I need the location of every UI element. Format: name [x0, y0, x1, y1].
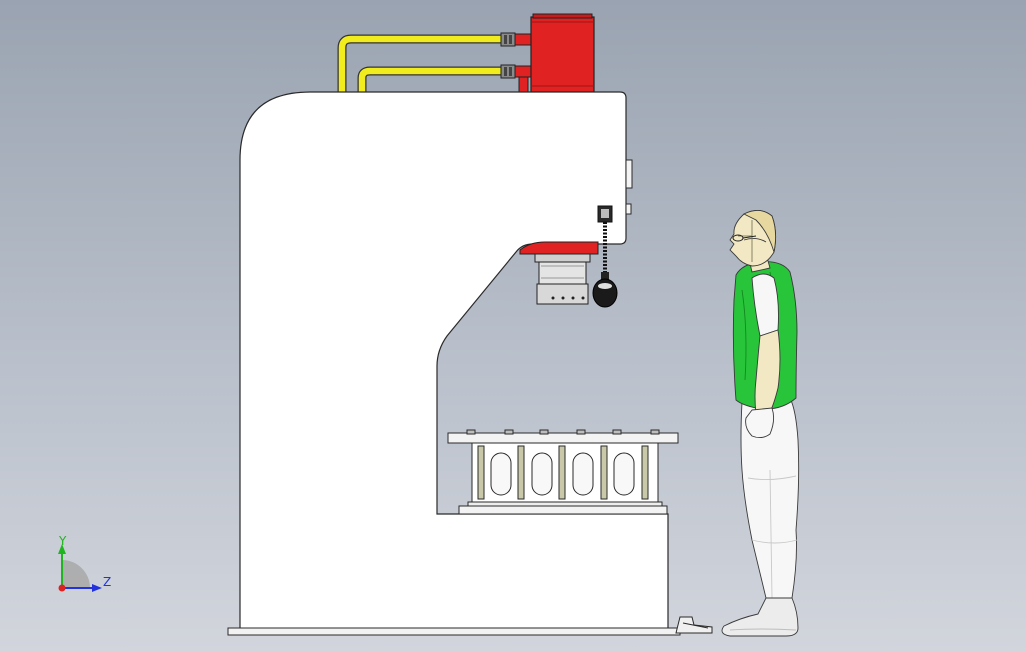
press-c-frame[interactable]: [227, 91, 681, 636]
foot-pedal[interactable]: [675, 616, 713, 634]
hydraulic-pipes[interactable]: [337, 32, 533, 93]
operator-figure[interactable]: [721, 210, 800, 637]
triad-quadrant-shading: [62, 560, 90, 588]
z-axis-label: Z: [103, 575, 111, 589]
y-axis-label: Y: [58, 534, 67, 548]
coordinate-triad: Y Z: [58, 534, 111, 592]
triad-origin: [58, 584, 66, 592]
hydraulic-cylinder[interactable]: [530, 13, 595, 93]
control-handle[interactable]: [592, 205, 618, 308]
press-ram[interactable]: [519, 241, 599, 305]
worktable-fixture[interactable]: [447, 429, 679, 515]
